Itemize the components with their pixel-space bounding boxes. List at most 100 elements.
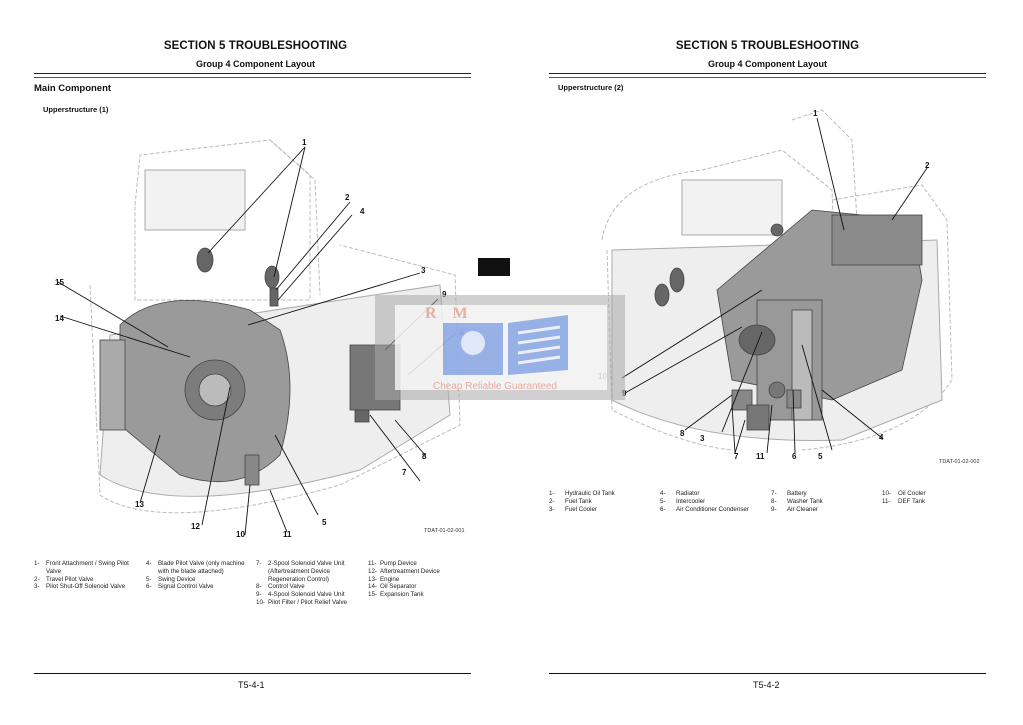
legend-text: Fuel Tank [565,497,592,505]
callout-5: 5 [322,518,327,527]
callout-15: 15 [55,278,64,287]
callout-8: 8 [422,452,427,461]
legend-column: 4- Radiator 5-Intercooler 6- Air Condition… [660,490,768,513]
legend-num: 1- [34,560,40,567]
legend-num: 7- [771,490,777,497]
section-title: SECTION 5 TROUBLESHOOTING [675,40,860,52]
legend-num: 6- [660,505,666,513]
legend-item: 12-Aftertreatment Device [368,568,468,576]
legend-num: 4- [660,490,666,497]
legend-num: 11- [882,497,891,505]
legend-text: 2-Spool Solenoid Valve Unit (Aftertreatm… [268,560,345,583]
legend-num: 1- [549,490,555,497]
legend-item: 5-Intercooler [660,498,768,506]
right-page: SECTION 5 TROUBLESHOOTING Group 4 Compon… [512,0,1023,725]
book-wrench-icon [443,315,568,375]
upperstructure-2-figure: 1 2 3 4 5 6 7 8 9 10 11 [598,109,953,461]
legend-item: 5- Swing Device [146,576,246,584]
callout-11: 11 [283,530,292,539]
callout-4: 4 [360,207,365,216]
figure-code: TDAT-01-02-001 [424,528,465,534]
legend-text: Battery [787,490,807,497]
callout-11: 11 [756,452,765,461]
callout-7: 7 [402,468,407,477]
legend-text: Aftertreatment Device [380,567,440,575]
legend-item: 13-Engine [368,576,468,584]
legend-item: 8-Control Valve [256,583,364,591]
legend-text: 4-Spool Solenoid Valve Unit [268,591,345,599]
legend-text: Blade Pilot Valve (only machine with the… [158,560,245,575]
legend-text: Oil Cooler [898,490,926,497]
page-number: T5-4-2 [753,680,780,690]
group-title: Group 4 Component Layout [708,59,827,69]
legend-column: 10- Oil Cooler 11- DEF Tank [882,490,982,506]
legend-num: 2- [549,497,555,505]
legend-item: 2-Travel Pilot Valve [34,576,142,584]
legend-text: Pump Device [380,560,417,567]
callout-6: 6 [792,452,797,461]
callout-2: 2 [925,161,930,170]
callout-10: 10 [236,530,245,539]
callout-1: 1 [813,109,818,118]
legend-num: 3- [549,505,555,513]
legend-text: Pilot Filter / Pilot Relief Valve [268,598,347,606]
footer-rule [549,673,986,674]
callout-5: 5 [818,452,823,461]
upperstructure-1-heading: Upperstructure (1) [43,105,109,114]
callout-12: 12 [191,522,200,531]
legend-num: 10- [256,598,265,606]
watermark-slogan: Cheap Reliable Guaranteed [433,381,557,392]
legend-item: 4-Blade Pilot Valve (only machine with t… [146,560,246,576]
legend-num: 9- [256,591,262,599]
legend-item: 3-Pilot Shut-Off Solenoid Valve [34,583,142,591]
footer-rule [34,673,471,674]
legend-text: Oil Separator [380,583,417,591]
legend-item: 10-Pilot Filter / Pilot Relief Valve [256,599,364,607]
legend-text: Radiator [676,490,700,497]
legend-num: 5- [146,575,152,583]
watermark-logo-text: R M [425,305,474,322]
legend-item: 7- 2-Spool Solenoid Valve Unit (Aftertrea… [256,560,364,583]
callout-1: 1 [302,138,307,147]
redaction-box [478,258,510,276]
upperstructure-2-heading: Upperstructure (2) [558,83,624,92]
callout-8: 8 [680,429,685,438]
legend-text: Front Attachment / Swing Pilot Valve [46,560,129,575]
legend-item: 15-Expansion Tank [368,591,468,599]
legend-text: Control Valve [268,583,305,591]
legend-num: 13- [368,575,377,583]
main-component-heading: Main Component [34,83,112,94]
legend-item: 9-Air Cleaner [771,506,879,514]
legend-item: 6- Air Conditioner Condenser [660,506,768,514]
page-number: T5-4-1 [238,680,265,690]
legend-num: 7- [256,560,262,567]
legend-item: 8- Washer Tank [771,498,879,506]
legend-item: 1- Hydraulic Oil Tank [549,490,657,498]
legend-text: Swing Device [158,575,196,583]
upperstructure-1-figure: 1 2 3 4 5 6 7 8 9 10 11 12 13 14 15 [55,138,464,539]
callout-14: 14 [55,314,64,323]
legend-column: 11-Pump Device 12-Aftertreatment Device … [368,560,468,599]
legend-text: Engine [380,575,400,583]
legend-item: 14-Oil Separator [368,583,468,591]
header-rule [549,73,986,78]
legend-text: Washer Tank [787,497,823,505]
legend-num: 6- [146,583,152,591]
legend-item: 6-Signal Control Valve [146,583,246,591]
legend-text: Air Cleaner [787,505,818,513]
legend-text: Intercooler [676,497,706,505]
legend-num: 8- [771,497,777,505]
legend-text: Hydraulic Oil Tank [565,490,615,497]
legend-num: 10- [882,490,891,497]
callout-4: 4 [879,433,884,442]
legend-text: Air Conditioner Condenser [676,505,749,513]
legend-text: DEF Tank [898,497,926,505]
legend-item: 11- DEF Tank [882,498,982,506]
callout-7: 7 [734,452,739,461]
section-title: SECTION 5 TROUBLESHOOTING [163,40,348,52]
group-title: Group 4 Component Layout [196,59,315,69]
callout-9: 9 [442,290,447,299]
legend-num: 11- [368,560,377,567]
legend-item: 1- Front Attachment / Swing Pilot Valve [34,560,142,576]
legend-num: 12- [368,567,377,575]
